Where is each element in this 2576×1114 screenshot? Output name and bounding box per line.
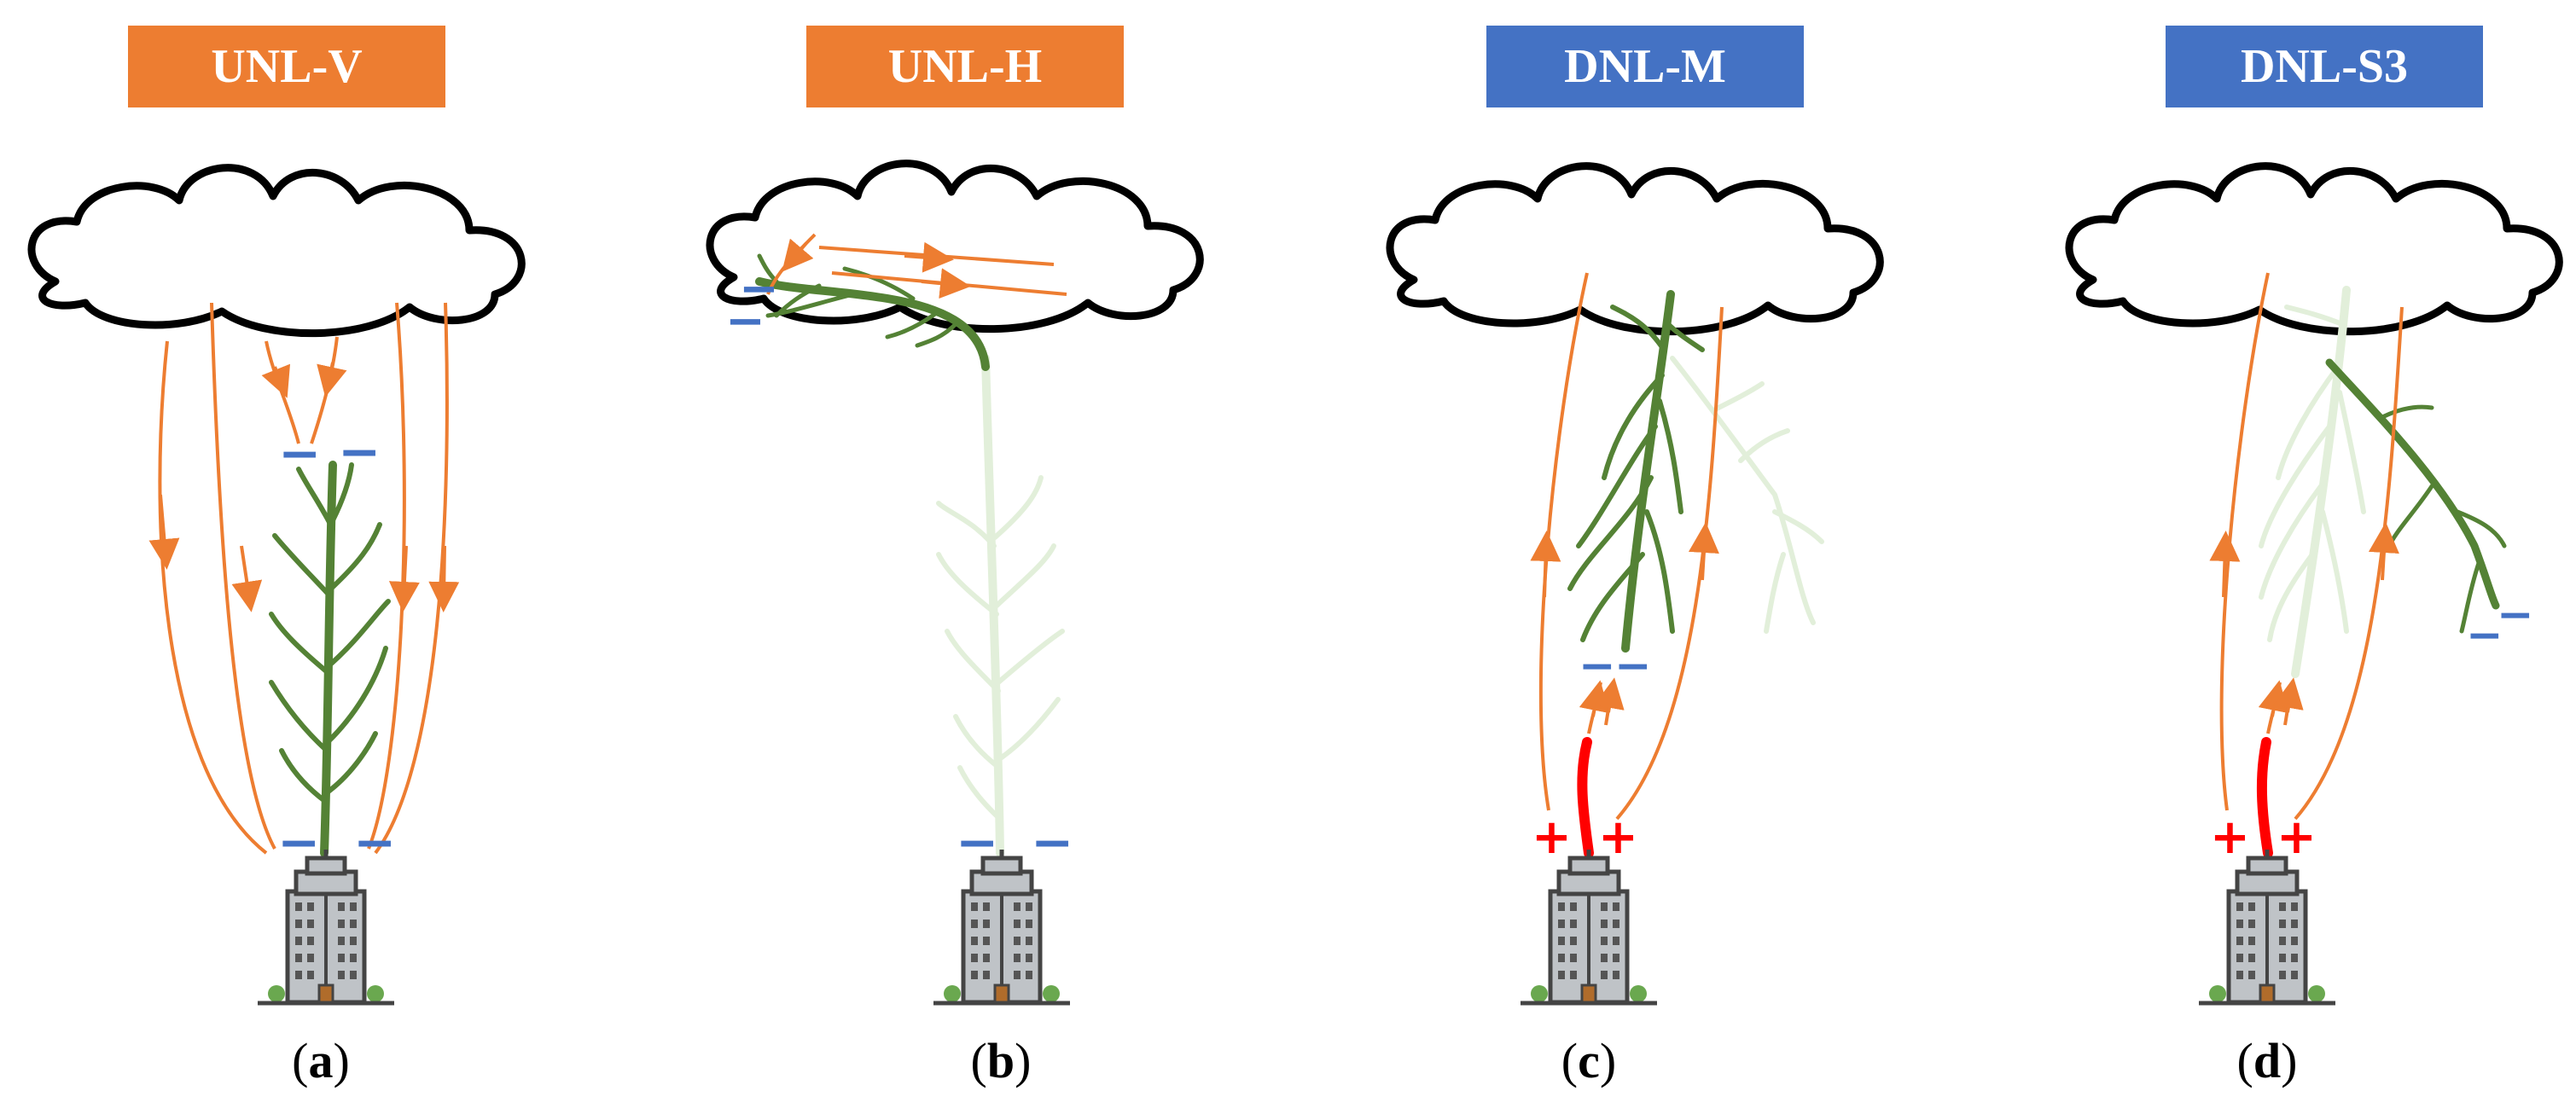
panel-c-caption-letter: c	[1578, 1033, 1600, 1088]
panel-b-caption: (b)	[970, 1033, 1032, 1088]
svg-text:−: −	[1579, 641, 1616, 692]
panel-d-caption-letter: d	[2253, 1033, 2282, 1088]
svg-text:−: −	[739, 261, 779, 316]
panel-c: − − + +	[1390, 166, 1880, 1003]
panel-d-building-icon	[2199, 850, 2335, 1003]
panel-a-building-icon	[258, 850, 394, 1003]
panel-b-title-text: UNL-H	[887, 40, 1043, 93]
panel-d: − − + +	[2069, 166, 2559, 1003]
svg-text:−: −	[1031, 813, 1073, 873]
panel-a-caption: (a)	[292, 1033, 350, 1088]
panel-a-title-text: UNL-V	[211, 40, 363, 93]
svg-text:−: −	[1614, 641, 1652, 692]
panel-c-caption: (c)	[1561, 1033, 1617, 1088]
panel-d-title: DNL-S3	[2166, 26, 2483, 107]
panel-a-title: UNL-V	[128, 26, 445, 107]
svg-text:+: +	[2210, 809, 2250, 865]
panel-c-title: DNL-M	[1486, 26, 1804, 107]
panel-b-caption-letter: b	[986, 1033, 1015, 1088]
panel-b-title: UNL-H	[806, 26, 1124, 107]
panel-b-building-icon	[933, 850, 1070, 1003]
panel-a: − − − −	[32, 168, 521, 1003]
panel-a-caption-letter: a	[308, 1033, 334, 1088]
panel-d-title-text: DNL-S3	[2240, 40, 2409, 93]
svg-text:−: −	[353, 813, 396, 873]
panel-a-cloud-icon	[32, 168, 521, 334]
panel-b: − − − −	[710, 164, 1200, 1003]
svg-text:−: −	[2466, 610, 2503, 661]
svg-text:−: −	[338, 422, 381, 482]
svg-text:+: +	[2277, 809, 2317, 865]
panel-c-title-text: DNL-M	[1564, 40, 1726, 93]
svg-text:+: +	[1598, 809, 1638, 865]
panel-d-cloud-icon	[2069, 166, 2559, 332]
svg-text:−: −	[725, 293, 765, 349]
svg-text:−: −	[2497, 589, 2534, 641]
svg-text:+: +	[1532, 809, 1572, 865]
panel-c-cloud-icon	[1390, 166, 1880, 332]
panel-c-building-icon	[1521, 850, 1657, 1003]
panel-b-cloud-icon	[710, 164, 1200, 329]
panel-d-caption: (d)	[2236, 1033, 2298, 1088]
